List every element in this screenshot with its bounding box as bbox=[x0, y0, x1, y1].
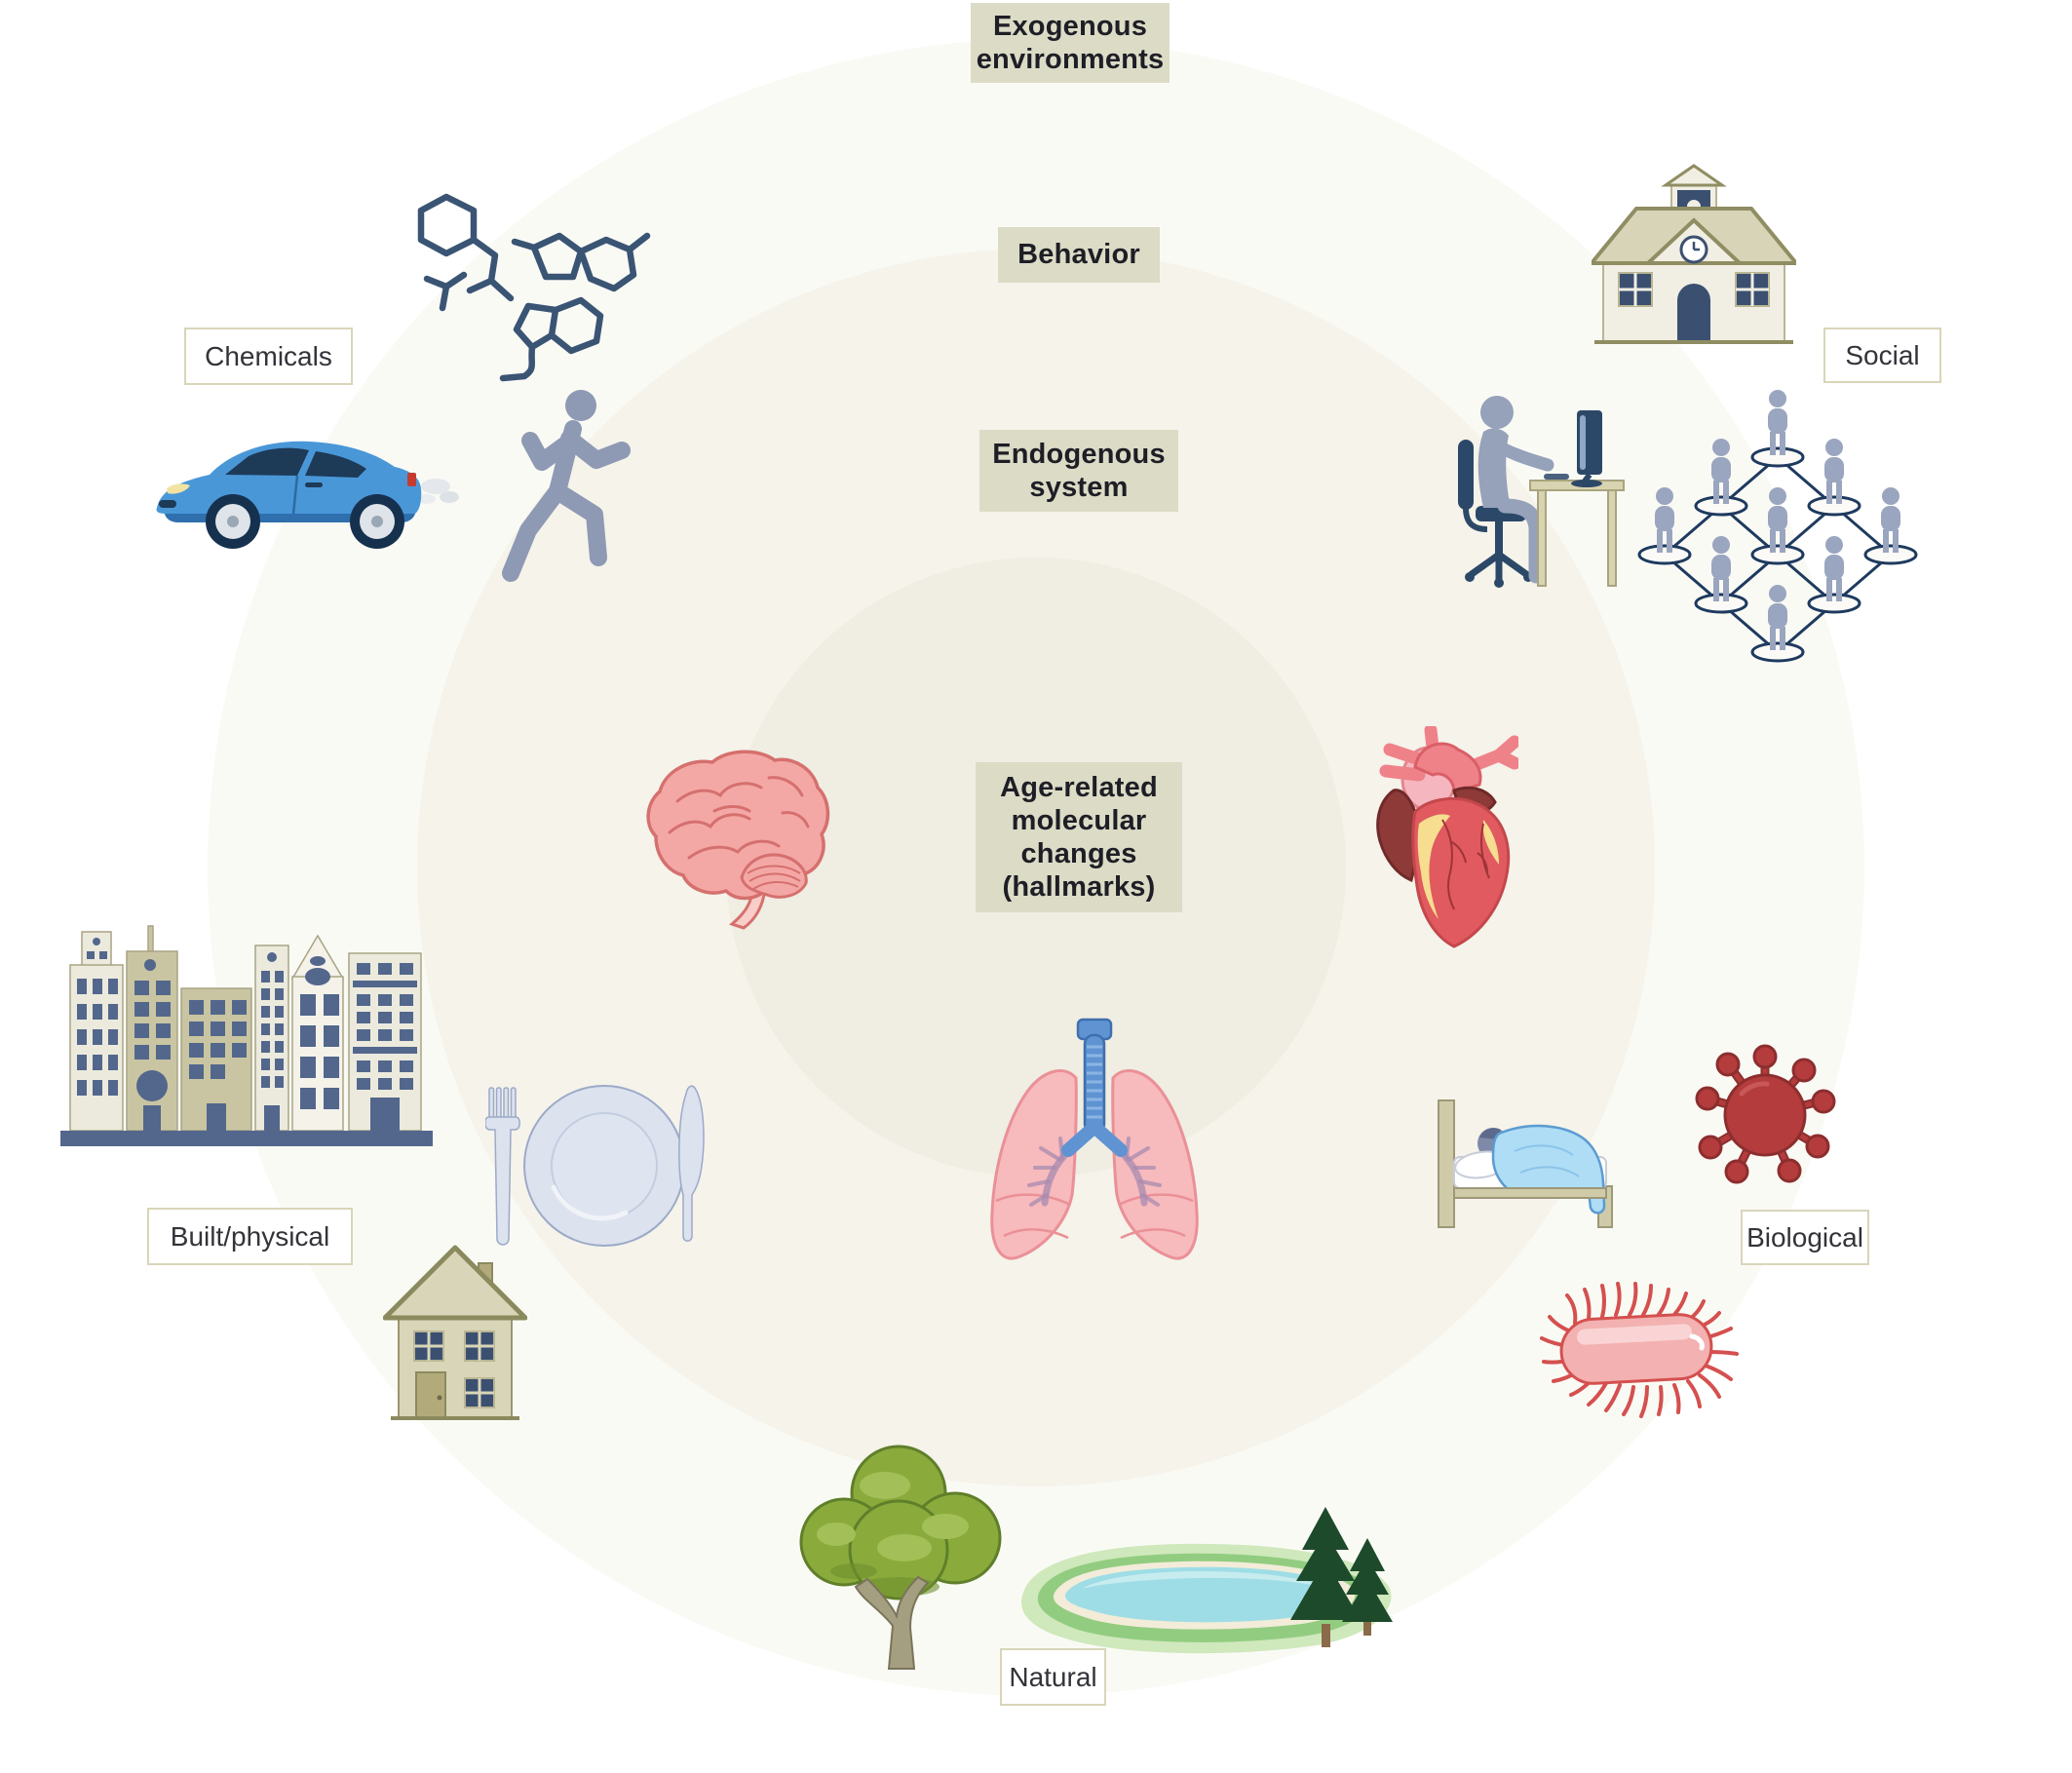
biological-category-text: Biological bbox=[1746, 1221, 1863, 1253]
bacteria-icon bbox=[1528, 1272, 1745, 1425]
hallmarks-center-label: Age-related molecular changes (hallmarks… bbox=[976, 762, 1182, 912]
exogenous-zone-text: Exogenous environments bbox=[976, 10, 1165, 75]
social-category-text: Social bbox=[1845, 339, 1920, 370]
city-buildings-icon bbox=[60, 918, 433, 1152]
lake-icon bbox=[1004, 1499, 1403, 1684]
running-person-icon bbox=[485, 382, 632, 616]
behavior-zone-label: Behavior bbox=[998, 227, 1160, 283]
school-icon bbox=[1592, 164, 1796, 349]
meal-plate-icon bbox=[485, 1080, 711, 1253]
sleeping-person-icon bbox=[1433, 1097, 1630, 1231]
behavior-zone-text: Behavior bbox=[1017, 239, 1140, 271]
tree-icon bbox=[768, 1435, 1033, 1671]
social-network-icon bbox=[1635, 388, 1920, 685]
desk-work-icon bbox=[1454, 383, 1625, 590]
natural-category-text: Natural bbox=[1009, 1661, 1097, 1692]
built-physical-category-text: Built/physical bbox=[170, 1220, 330, 1252]
chemicals-category-label: Chemicals bbox=[184, 328, 353, 385]
natural-category-label: Natural bbox=[1000, 1648, 1106, 1706]
lungs-icon bbox=[967, 1014, 1222, 1279]
hallmarks-center-text: Age-related molecular changes (hallmarks… bbox=[1000, 771, 1158, 904]
house-icon bbox=[383, 1240, 527, 1427]
endogenous-zone-text: Endogenous system bbox=[992, 438, 1166, 503]
exogenous-zone-label: Exogenous environments bbox=[971, 3, 1170, 83]
brain-icon bbox=[627, 743, 841, 930]
built-physical-category-label: Built/physical bbox=[147, 1208, 353, 1265]
chemicals-category-text: Chemicals bbox=[205, 340, 332, 371]
car-exhaust-icon bbox=[151, 424, 463, 556]
molecule-structures-icon bbox=[409, 185, 658, 405]
endogenous-zone-label: Endogenous system bbox=[979, 430, 1178, 512]
heart-icon bbox=[1361, 726, 1518, 958]
social-category-label: Social bbox=[1823, 328, 1941, 383]
virus-icon bbox=[1691, 1043, 1839, 1186]
biological-category-label: Biological bbox=[1741, 1210, 1869, 1265]
